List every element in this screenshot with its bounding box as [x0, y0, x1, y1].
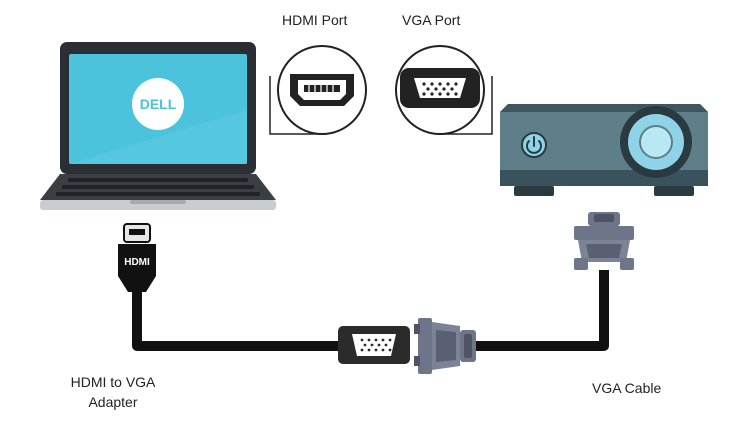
vga-cable [476, 270, 609, 351]
dell-logo-text: DELL [140, 96, 177, 112]
projector [500, 104, 708, 196]
adapter-label: HDMI to VGA Adapter [70, 374, 156, 410]
projector-foot-left [514, 186, 554, 196]
adapter-cable [132, 290, 338, 351]
projector-foot-right [654, 186, 694, 196]
laptop-base [40, 200, 276, 210]
laptop: DELL [40, 42, 276, 210]
hdmi-plug: HDMI [118, 223, 156, 292]
vga-connector-horizontal [414, 318, 476, 374]
adapter-vga-box [338, 326, 410, 364]
hdmi-plug-body [118, 244, 156, 292]
vga-port-callout [395, 45, 493, 135]
vga-cable-label: VGA Cable [592, 380, 662, 396]
hdmi-port-label: HDMI Port [282, 12, 348, 28]
hdmi-port-icon [304, 85, 340, 92]
hdmi-port-callout [269, 45, 367, 135]
vga-connector-vertical [574, 212, 634, 270]
hdmi-plug-label: HDMI [124, 257, 150, 268]
dell-logo-icon [132, 78, 184, 130]
keyboard-keys [56, 178, 260, 196]
vga-port-label: VGA Port [402, 12, 461, 28]
